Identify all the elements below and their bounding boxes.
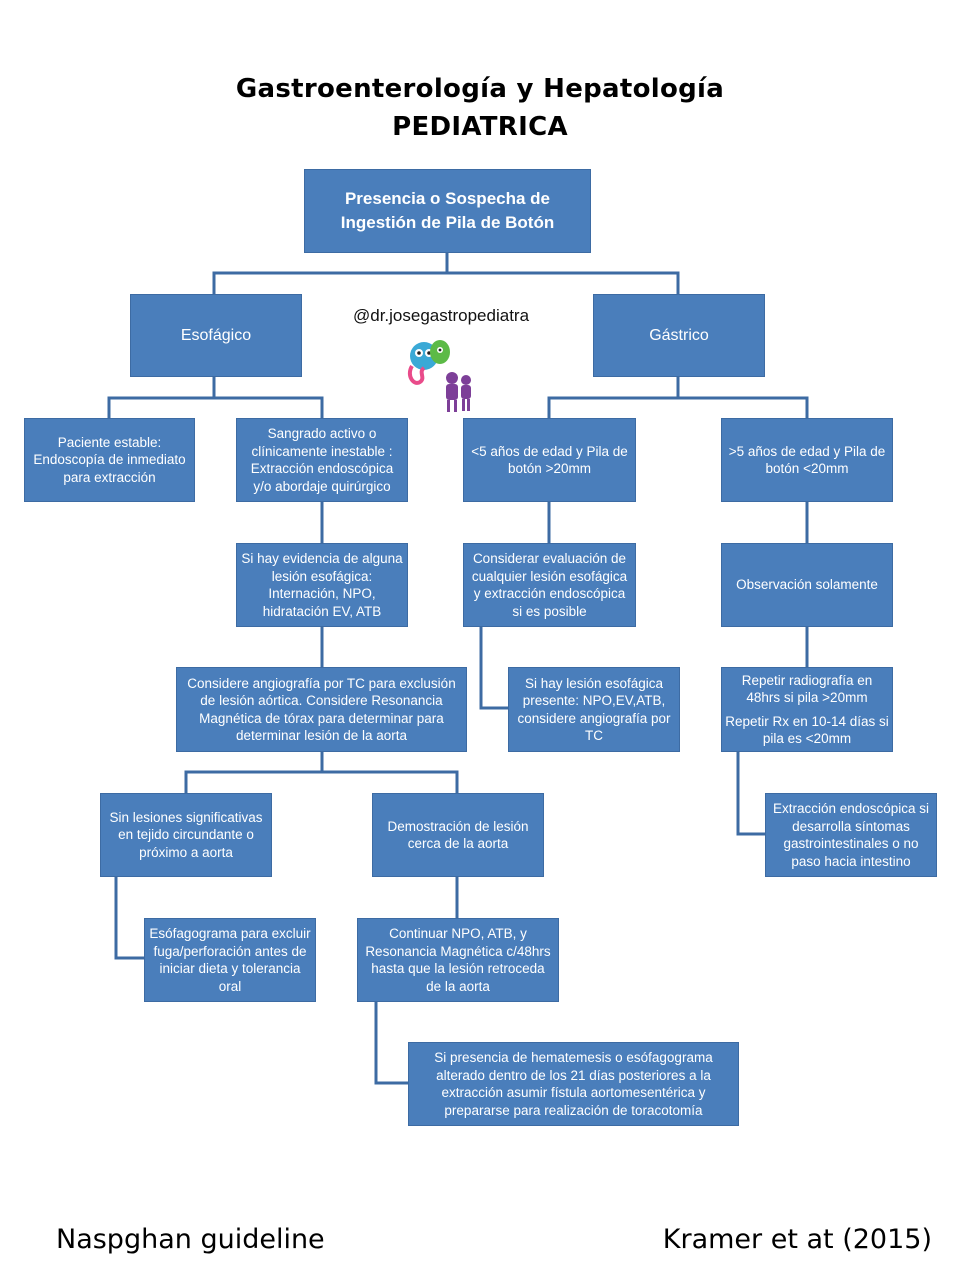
node-repetir-radiografia: Repetir radiografía en 48hrs si pila >20… xyxy=(721,667,893,752)
node-sin-lesiones: Sin lesiones significativas en tejido ci… xyxy=(100,793,272,877)
node-demostracion-lesion: Demostración de lesión cerca de la aorta xyxy=(372,793,544,877)
connector-continuar xyxy=(374,1002,408,1085)
connector-repetir xyxy=(736,752,765,836)
node-gastrico: Gástrico xyxy=(593,294,765,377)
connector-root-bar xyxy=(212,271,680,294)
node-si-hay-lesion-esofagica: Si hay lesión esofágica presente: NPO,EV… xyxy=(508,667,680,752)
connector-esofagico-bar xyxy=(107,396,324,418)
node-root: Presencia o Sospecha de Ingestión de Pil… xyxy=(304,169,591,253)
connector-gastrico-bar xyxy=(547,396,809,418)
connector-sin-lesiones xyxy=(114,877,144,960)
connector-angiografia-bar xyxy=(184,770,459,793)
node-observacion: Observación solamente xyxy=(721,543,893,627)
node-menor-5-anos: <5 años de edad y Pila de botón >20mm xyxy=(463,418,636,502)
page-title: Gastroenterología y Hepatología xyxy=(235,74,725,104)
footer-source-left: Naspghan guideline xyxy=(56,1224,325,1255)
node-hematemesis: Si presencia de hematemesis o esófagogra… xyxy=(408,1042,739,1126)
page-subtitle: PEDIATRICA xyxy=(392,112,568,142)
node-mayor-5-anos: >5 años de edad y Pila de botón <20mm xyxy=(721,418,893,502)
node-angiografia-tc: Considere angiografía por TC para exclus… xyxy=(176,667,467,752)
node-extraccion-endoscopica: Extracción endoscópica si desarrolla sín… xyxy=(765,793,937,877)
author-handle: @dr.josegastropediatra xyxy=(353,306,530,325)
node-continuar-npo: Continuar NPO, ATB, y Resonancia Magnéti… xyxy=(357,918,559,1002)
cartoon-characters-logo-icon xyxy=(407,340,471,412)
node-esofagograma: Esófagograma para excluir fuga/perforaci… xyxy=(144,918,316,1002)
node-considerar-evaluacion: Considerar evaluación de cualquier lesió… xyxy=(463,543,636,627)
connector-considerar xyxy=(479,627,508,710)
node-sangrado-activo: Sangrado activo o clínicamente inestable… xyxy=(236,418,408,502)
footer-source-right: Kramer et at (2015) xyxy=(662,1224,932,1255)
node-lesion-esofagica: Si hay evidencia de alguna lesión esofág… xyxy=(236,543,408,627)
node-esofagico: Esofágico xyxy=(130,294,302,377)
node-paciente-estable: Paciente estable: Endoscopía de inmediat… xyxy=(24,418,195,502)
